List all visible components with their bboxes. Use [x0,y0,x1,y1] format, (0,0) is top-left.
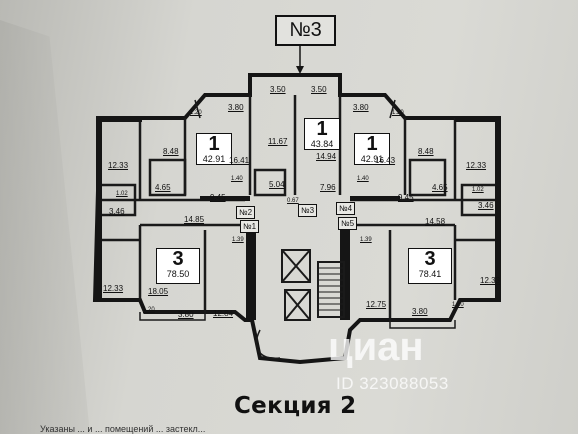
room-area-label: 3.46 [109,207,125,216]
entrance-tag: №4 [336,202,356,215]
section-number-badge: №3 [275,15,336,46]
apartment-badge: 3 78.41 [408,248,452,284]
apartment-area: 42.91 [360,154,384,164]
room-area-label: 16.43 [375,156,396,165]
section-title: Секция 2 [234,393,357,419]
watermark-logo: циан [328,325,424,369]
room-area-label: 1.40 [231,176,243,182]
room-area-label: 4.65 [432,183,448,192]
room-count: 3 [172,248,184,270]
room-area-label: 16.41 [229,156,250,165]
room-area-label: 3.80 [178,310,194,319]
room-area-label: 12.33 [103,284,124,293]
caption-cut-off: Указаны ... и ... помещений ... застекл.… [40,424,206,434]
room-area-label: 1.39 [232,237,244,243]
apartment-area: 42.91 [202,154,226,164]
entrance-tag: №1 [240,220,260,233]
room-count: 1 [366,133,378,155]
room-area-label: 3.80 [353,103,369,112]
room-area-label: 12.33 [466,161,487,170]
wall-block [200,196,250,201]
room-area-label: 1.20 [190,110,202,116]
room-area-label: 12.75 [366,300,387,309]
room-area-label: 1.20 [143,307,155,313]
room-area-label: 1.20 [452,302,464,308]
wall-block [495,116,501,302]
room-area-label: 1.39 [360,237,372,243]
balcony [139,312,206,321]
room-area-label: 9.45 [398,193,414,202]
room-area-label: 14.58 [425,217,446,226]
stair [317,261,345,318]
entrance-tag: №2 [236,206,256,219]
room-area-label: 3.46 [478,201,494,210]
room-area-label: 18.05 [148,287,169,296]
wall-block [96,116,102,302]
bathroom-wall [148,158,187,197]
bathroom-wall [408,158,447,197]
room-area-label: 12.84 [213,309,234,318]
room-area-label: 14.85 [184,215,205,224]
outer-wall [92,73,499,365]
room-area-label: 3.80 [412,307,428,316]
watermark-id: ID 323088053 [336,374,449,393]
wall-block [455,116,499,122]
room-area-label: 12.33 [108,161,129,170]
room-area-label: 9.45 [210,193,226,202]
room-count: 1 [208,133,220,155]
room-area-label: 12.33 [480,276,501,285]
wall-block [246,228,256,320]
room-area-label: 0.67 [287,198,299,204]
room-count: 1 [316,118,328,140]
apartment-badge: 1 42.91 [196,133,232,165]
apartment-badge: 1 43.84 [304,118,340,150]
room-area-label: 1.20 [392,110,404,116]
apartment-area: 43.84 [310,139,334,149]
wall-block [350,196,400,201]
room-area-label: 3.50 [270,85,286,94]
balcony [389,320,456,329]
elevator-shaft [281,249,311,283]
room-area-label: 11.67 [268,137,288,146]
apartment-badge: 1 42.91 [354,133,390,165]
entrance-tag: №3 [298,204,318,217]
bathroom-wall [253,168,287,197]
room-area-label: 7.96 [320,183,336,192]
room-area-label: 8.48 [418,147,434,156]
room-area-label: 1.02 [472,187,484,193]
room-count: 3 [424,248,436,270]
room-area-label: 1.02 [116,191,128,197]
room-area-label: 14.94 [316,152,337,161]
room-area-label: 3.50 [311,85,327,94]
wall-block [98,116,142,122]
elevator-shaft [284,289,311,321]
room-area-label: 8.48 [163,147,179,156]
entrance-tag: №5 [338,217,358,230]
apartment-badge: 3 78.50 [156,248,200,284]
balcony [194,99,396,119]
room-area-label: 5.04 [269,180,285,189]
room-area-label: 4.65 [155,183,171,192]
balcony [255,329,281,359]
room-area-label: 1.40 [357,176,369,182]
room-area-label: 3.80 [228,103,244,112]
apartment-area: 78.41 [418,269,442,279]
apartment-area: 78.50 [166,269,190,279]
